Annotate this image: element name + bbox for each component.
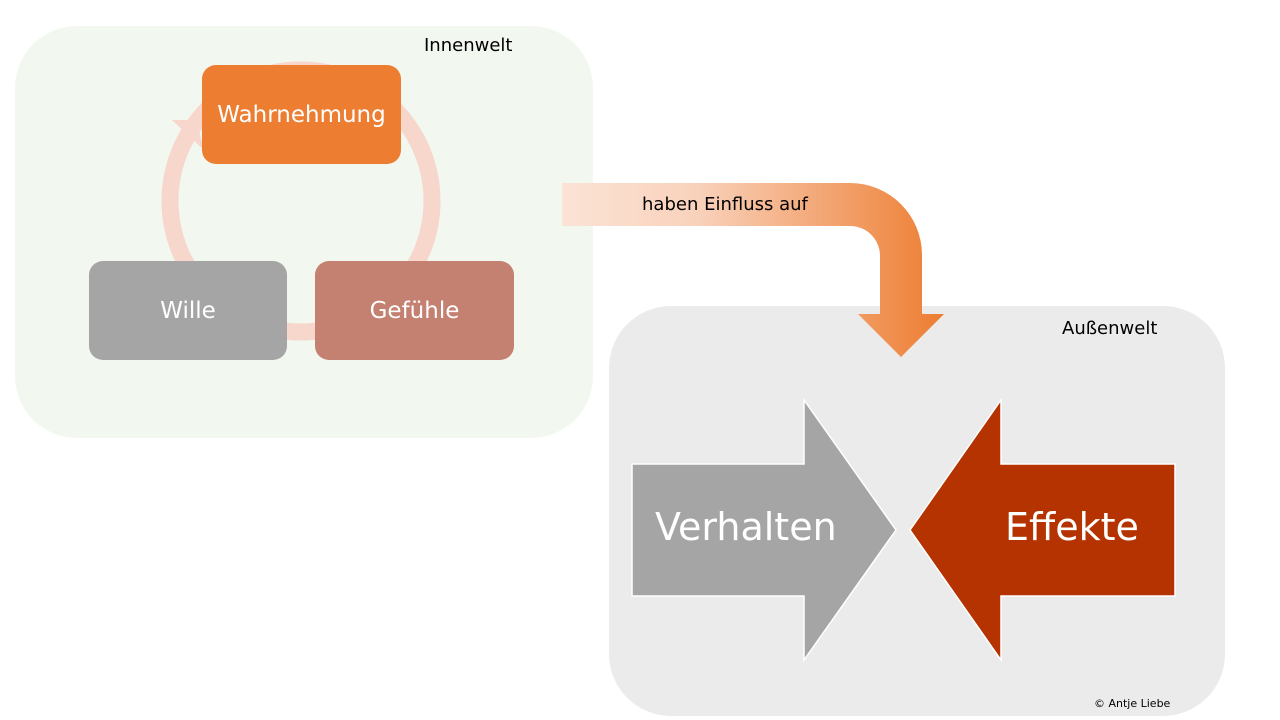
inner-world-title: Innenwelt xyxy=(424,35,513,56)
effekte-label: Effekte xyxy=(1005,505,1139,549)
verhalten-label: Verhalten xyxy=(655,505,837,549)
cycle-box-gefuehle: Gefühle xyxy=(315,261,514,360)
copyright: © Antje Liebe xyxy=(1094,697,1171,710)
influence-arrow xyxy=(562,183,944,357)
cycle-box-wahrnehmung: Wahrnehmung xyxy=(202,65,401,164)
outer-world-title: Außenwelt xyxy=(1062,318,1158,339)
cycle-arrowhead-icon xyxy=(172,120,204,150)
cycle-box-wille: Wille xyxy=(89,261,287,360)
verhalten-arrow xyxy=(631,397,897,663)
connector-label: haben Einfluss auf xyxy=(642,194,808,215)
effekte-arrow xyxy=(909,397,1176,663)
